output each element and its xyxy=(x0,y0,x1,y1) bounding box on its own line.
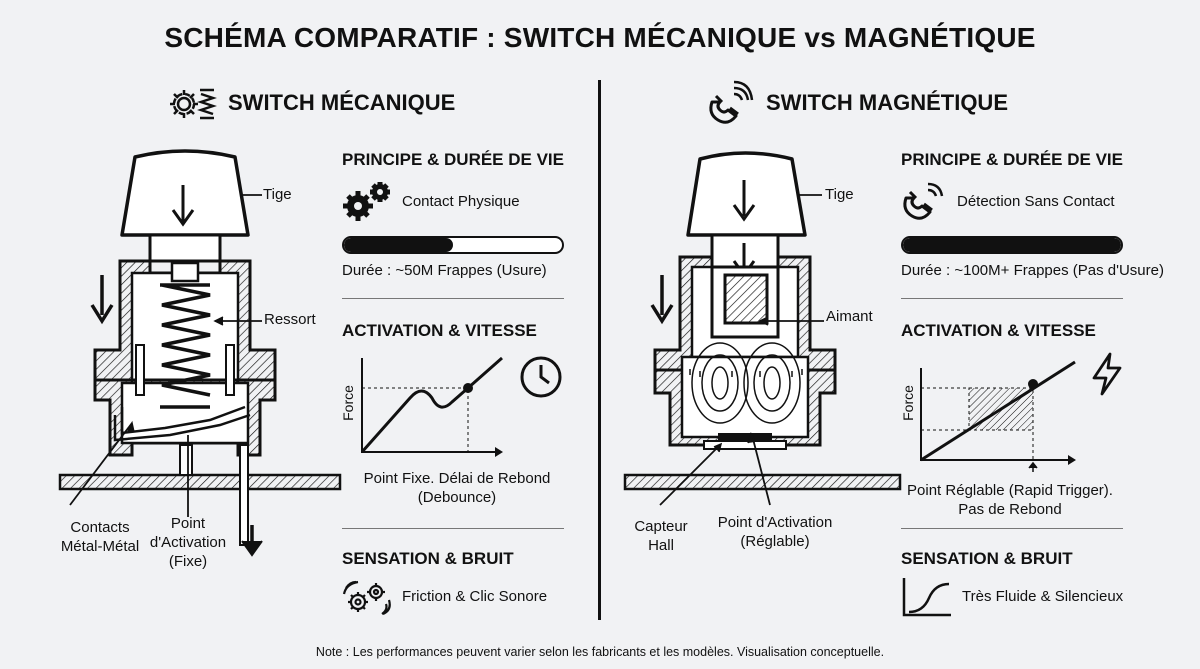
page-title: SCHÉMA COMPARATIF : SWITCH MÉCANIQUE vs … xyxy=(164,22,1036,53)
magnetic-stem-label: Tige xyxy=(825,186,854,203)
footer-note: Note : Les performances peuvent varier s… xyxy=(315,645,885,659)
mechanical-heading: SWITCH MÉCANIQUE xyxy=(228,90,456,115)
magnetic-feel-text: Très Fluide & Silencieux xyxy=(962,588,1124,605)
clock-icon xyxy=(520,356,562,398)
magnetic-principle-heading: PRINCIPE & DURÉE DE VIE xyxy=(901,150,1123,169)
magnetic-magnet-label: Aimant xyxy=(826,308,873,325)
mechanical-rule-2 xyxy=(342,528,564,529)
mechanical-axis-label: Force xyxy=(339,385,356,421)
magnetic-switch-diagram xyxy=(623,151,902,506)
mechanical-lifespan-bar xyxy=(342,236,564,254)
mechanical-rule-1 xyxy=(342,298,564,299)
gears-icon xyxy=(343,182,390,221)
mechanical-stem-label: Tige xyxy=(263,186,292,203)
mechanical-activation-caption: Point Fixe. Délai de Rebond (Debounce) xyxy=(363,470,551,506)
gear-spring-icon xyxy=(170,88,217,120)
magnetic-axis-label: Force xyxy=(899,385,916,421)
magnetic-rule-1 xyxy=(901,298,1123,299)
mechanical-lifespan-fill xyxy=(344,238,453,252)
magnetic-lifespan-fill xyxy=(903,238,1121,252)
magnetic-lifespan-text: Durée : ~100M+ Frappes (Pas d'Usure) xyxy=(901,262,1164,279)
mechanical-switch-diagram xyxy=(58,149,342,557)
mechanical-activation-heading: ACTIVATION & VITESSE xyxy=(342,321,537,340)
magnetic-sensor-label: Capteur Hall xyxy=(634,518,688,554)
mechanical-feel-heading: SENSATION & BRUIT xyxy=(342,549,514,568)
magnetic-activation-heading: ACTIVATION & VITESSE xyxy=(901,321,1096,340)
magnetic-rule-2 xyxy=(901,528,1123,529)
magnetic-activation-label: Point d'Activation (Réglable) xyxy=(717,514,833,550)
magnet-icon xyxy=(903,182,944,220)
center-divider xyxy=(598,80,601,620)
smooth-curve-icon xyxy=(902,578,951,617)
mechanical-spring-label: Ressort xyxy=(264,311,316,328)
magnetic-contact-text: Détection Sans Contact xyxy=(957,193,1115,210)
noisy-gears-icon xyxy=(342,580,391,616)
magnetic-heading: SWITCH MAGNÉTIQUE xyxy=(766,90,1008,115)
magnetic-force-graph xyxy=(920,360,1076,472)
mechanical-feel-text: Friction & Clic Sonore xyxy=(402,588,548,605)
magnetic-activation-caption: Point Réglable (Rapid Trigger). Pas de R… xyxy=(907,482,1113,518)
mechanical-contacts-label: Contacts Métal-Métal xyxy=(60,519,140,555)
magnetic-lifespan-bar xyxy=(901,236,1123,254)
lightning-icon xyxy=(1092,352,1122,396)
mechanical-contact-text: Contact Physique xyxy=(402,193,520,210)
magnet-signal-icon xyxy=(709,80,754,124)
mechanical-force-graph xyxy=(360,356,503,457)
mechanical-activation-label: Point d'Activation (Fixe) xyxy=(149,515,227,570)
mechanical-principle-heading: PRINCIPE & DURÉE DE VIE xyxy=(342,150,564,169)
mechanical-lifespan-text: Durée : ~50M Frappes (Usure) xyxy=(342,262,547,279)
magnetic-feel-heading: SENSATION & BRUIT xyxy=(901,549,1073,568)
